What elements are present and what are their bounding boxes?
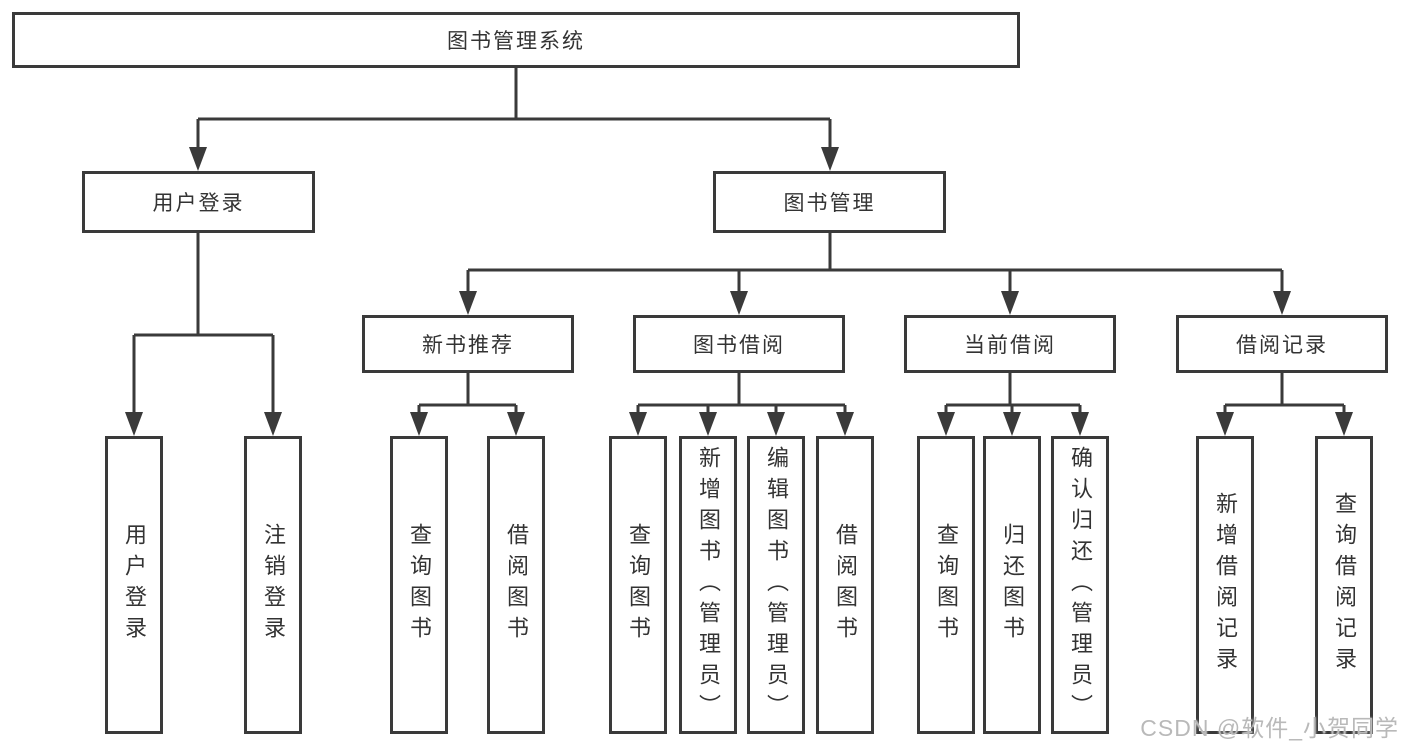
leaf-records-add-borrow-record: 新增借阅记录	[1196, 436, 1254, 734]
csdn-watermark: CSDN @软件_小贺同学	[1140, 715, 1399, 741]
leaf-borrow-edit-books-admin: 编辑图书（管理员）	[747, 436, 805, 734]
node-root: 图书管理系统	[12, 12, 1020, 68]
arrow-to-book-management	[821, 147, 839, 171]
node-book-management-label: 图书管理	[783, 192, 876, 215]
connector-borrow-records-children	[1223, 373, 1346, 414]
leaf-current-return-books-label: 归还图书	[1000, 523, 1025, 647]
connector-user-login-children	[132, 233, 275, 414]
leaf-user-login: 用户登录	[105, 436, 163, 734]
arrow-to-borrow-query	[629, 412, 647, 436]
leaf-borrow-query-books-label: 查询图书	[626, 523, 651, 647]
arrow-to-current-borrow	[1001, 291, 1019, 315]
arrow-to-user-login	[189, 147, 207, 171]
node-book-management: 图书管理	[713, 171, 946, 233]
arrow-to-leaf-user-login	[125, 412, 143, 436]
leaf-logout: 注销登录	[244, 436, 302, 734]
connector-new-book-children	[417, 373, 518, 414]
leaf-current-confirm-return-admin: 确认归还（管理员）	[1051, 436, 1109, 734]
leaf-borrow-borrow-books: 借阅图书	[816, 436, 874, 734]
connector-book-management-children	[466, 233, 1284, 293]
leaf-records-query-borrow-record: 查询借阅记录	[1315, 436, 1373, 734]
arrow-to-recommend-borrow	[507, 412, 525, 436]
leaf-records-query-borrow-record-label: 查询借阅记录	[1332, 492, 1357, 678]
arrow-to-recommend-query	[410, 412, 428, 436]
arrow-to-new-book-recommend	[459, 291, 477, 315]
arrow-to-records-add	[1216, 412, 1234, 436]
connector-book-borrow-children	[636, 373, 847, 414]
leaf-borrow-borrow-books-label: 借阅图书	[833, 523, 858, 647]
connector-current-borrow-children	[944, 373, 1082, 414]
arrow-to-current-query	[937, 412, 955, 436]
leaf-borrow-query-books: 查询图书	[609, 436, 667, 734]
arrow-to-leaf-logout	[264, 412, 282, 436]
node-book-borrow-label: 图书借阅	[693, 334, 785, 357]
node-user-login-label: 用户登录	[152, 192, 245, 215]
leaf-recommend-borrow-books: 借阅图书	[487, 436, 545, 734]
leaf-current-query-books: 查询图书	[917, 436, 975, 734]
node-root-label: 图书管理系统	[447, 30, 585, 53]
leaf-recommend-query-books-label: 查询图书	[407, 523, 432, 647]
leaf-current-return-books: 归还图书	[983, 436, 1041, 734]
node-new-book-recommend: 新书推荐	[362, 315, 574, 373]
leaf-user-login-label: 用户登录	[122, 523, 147, 647]
leaf-records-add-borrow-record-label: 新增借阅记录	[1213, 492, 1238, 678]
leaf-recommend-borrow-books-label: 借阅图书	[504, 523, 529, 647]
node-new-book-recommend-label: 新书推荐	[422, 334, 514, 357]
node-borrow-records-label: 借阅记录	[1236, 334, 1328, 357]
leaf-borrow-add-books-admin: 新增图书（管理员）	[679, 436, 737, 734]
node-user-login: 用户登录	[82, 171, 315, 233]
leaf-borrow-edit-books-admin-label: 编辑图书（管理员）	[764, 445, 789, 725]
arrow-to-borrow-add	[699, 412, 717, 436]
arrow-to-records-query	[1335, 412, 1353, 436]
leaf-borrow-add-books-admin-label: 新增图书（管理员）	[696, 445, 721, 725]
leaf-recommend-query-books: 查询图书	[390, 436, 448, 734]
arrow-to-borrow-records	[1273, 291, 1291, 315]
leaf-logout-label: 注销登录	[261, 523, 286, 647]
node-book-borrow: 图书借阅	[633, 315, 845, 373]
node-current-borrow-label: 当前借阅	[964, 334, 1056, 357]
leaf-current-confirm-return-admin-label: 确认归还（管理员）	[1068, 445, 1093, 725]
connector-root-to-level2	[196, 68, 832, 150]
arrow-to-borrow-edit	[767, 412, 785, 436]
node-current-borrow: 当前借阅	[904, 315, 1116, 373]
arrow-to-book-borrow	[730, 291, 748, 315]
arrow-to-current-confirm	[1071, 412, 1089, 436]
node-borrow-records: 借阅记录	[1176, 315, 1388, 373]
arrow-to-current-return	[1003, 412, 1021, 436]
leaf-current-query-books-label: 查询图书	[934, 523, 959, 647]
arrow-to-borrow-borrow	[836, 412, 854, 436]
